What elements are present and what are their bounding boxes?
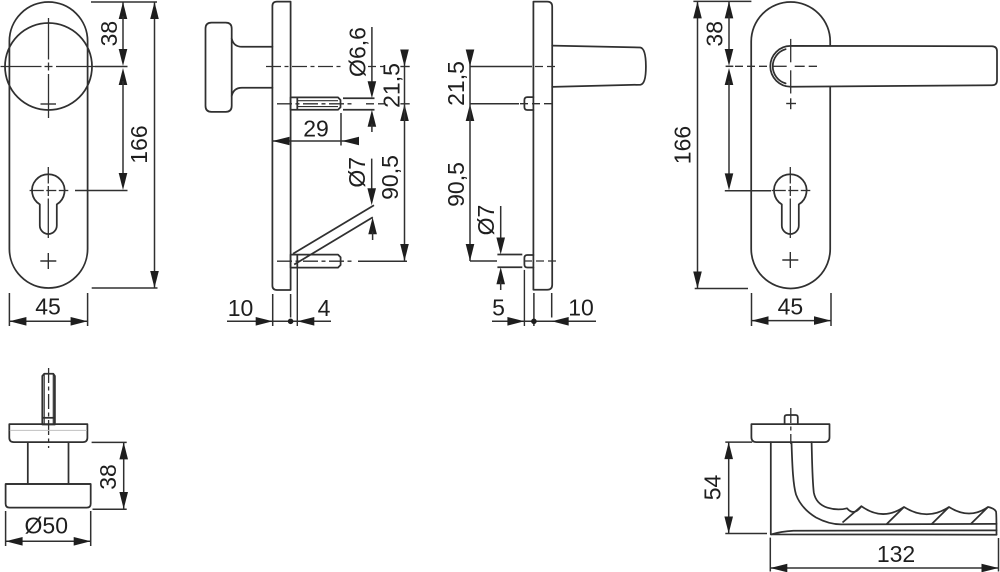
svg-text:166: 166	[126, 125, 152, 163]
svg-text:90,5: 90,5	[377, 155, 403, 200]
svg-text:54: 54	[700, 475, 726, 501]
svg-text:5: 5	[492, 295, 505, 321]
svg-text:10: 10	[568, 295, 594, 321]
svg-text:90,5: 90,5	[443, 162, 469, 207]
svg-text:38: 38	[95, 464, 121, 490]
svg-text:45: 45	[778, 294, 804, 320]
svg-text:21,5: 21,5	[379, 63, 405, 108]
svg-text:29: 29	[303, 116, 329, 142]
svg-text:132: 132	[877, 541, 915, 567]
svg-text:21,5: 21,5	[443, 61, 469, 106]
svg-text:38: 38	[701, 21, 727, 47]
svg-text:38: 38	[96, 21, 122, 47]
svg-text:Ø7: Ø7	[473, 205, 499, 236]
svg-text:Ø7: Ø7	[344, 157, 370, 188]
svg-text:166: 166	[669, 126, 695, 164]
svg-text:10: 10	[228, 295, 254, 321]
svg-text:45: 45	[35, 294, 61, 320]
svg-text:4: 4	[318, 295, 331, 321]
svg-text:Ø6,6: Ø6,6	[345, 27, 371, 77]
svg-text:Ø50: Ø50	[25, 513, 68, 539]
